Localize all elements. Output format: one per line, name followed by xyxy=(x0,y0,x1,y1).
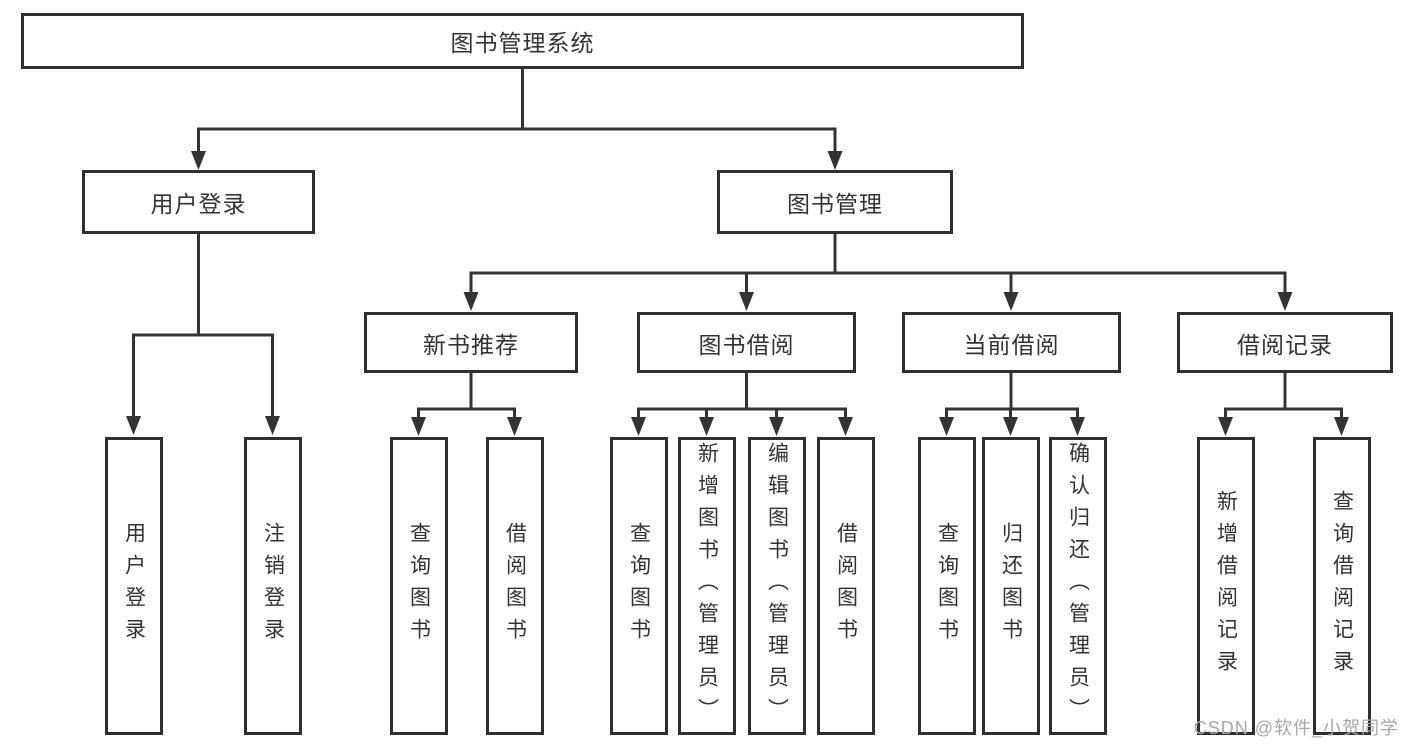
node-new-book-recommend: 新书推荐 xyxy=(364,312,578,373)
node-label: 图书管理 xyxy=(787,191,883,217)
connector-bookborrow-fork xyxy=(637,407,847,421)
leaf-return-books: 归还图书 xyxy=(982,437,1040,735)
node-current-borrow: 当前借阅 xyxy=(902,312,1121,373)
leaf-query-books-1: 查询图书 xyxy=(390,437,448,735)
leaf-user-login: 用户登录 xyxy=(105,437,163,735)
node-book-management: 图书管理 xyxy=(717,170,953,234)
leaf-label: 用户登录 xyxy=(122,522,146,650)
connector-bookmgmt-fork xyxy=(469,271,1287,295)
leaf-label: 查询图书 xyxy=(407,522,431,650)
leaf-label: 查询图书 xyxy=(627,522,651,650)
leaf-add-borrow-record: 新增借阅记录 xyxy=(1197,437,1255,735)
leaf-label: 借阅图书 xyxy=(834,522,858,650)
node-borrow-records: 借阅记录 xyxy=(1177,312,1393,373)
node-label: 借阅记录 xyxy=(1237,331,1333,358)
leaf-borrow-books-2: 借阅图书 xyxy=(817,437,875,735)
leaf-borrow-books-1: 借阅图书 xyxy=(486,437,544,735)
leaf-query-books-3: 查询图书 xyxy=(918,437,976,735)
connector-records-fork xyxy=(1224,407,1343,421)
leaf-query-books-2: 查询图书 xyxy=(610,437,668,735)
node-label: 图书借阅 xyxy=(698,331,795,358)
node-label: 当前借阅 xyxy=(963,331,1060,358)
leaf-query-borrow-record: 查询借阅记录 xyxy=(1313,437,1371,735)
leaf-label: 新增借阅记录 xyxy=(1214,490,1238,682)
csdn-watermark: CSDN @软件_小贺同学 xyxy=(1193,718,1399,738)
leaf-label: 归还图书 xyxy=(999,522,1023,650)
node-label: 用户登录 xyxy=(150,191,247,217)
leaf-label: 编辑图书（管理员） xyxy=(765,442,789,730)
leaf-label: 查询借阅记录 xyxy=(1330,490,1354,682)
leaf-label: 新增图书（管理员） xyxy=(695,442,719,730)
node-user-login: 用户登录 xyxy=(82,170,315,234)
leaf-edit-books-admin: 编辑图书（管理员） xyxy=(748,437,806,735)
node-label: 图书管理系统 xyxy=(450,30,595,56)
leaf-label: 查询图书 xyxy=(935,522,959,650)
leaf-label: 确认归还（管理员） xyxy=(1066,442,1090,730)
leaf-add-books-admin: 新增图书（管理员） xyxy=(678,437,736,735)
node-library-system: 图书管理系统 xyxy=(21,13,1024,69)
node-book-borrow: 图书借阅 xyxy=(637,312,856,373)
leaf-label: 借阅图书 xyxy=(503,522,527,650)
connector-currentborrow-fork xyxy=(945,407,1079,421)
connector-root-fork xyxy=(197,127,837,153)
connector-userlogin-fork xyxy=(132,333,274,420)
leaf-logout: 注销登录 xyxy=(244,437,302,735)
connector-newbooks-fork xyxy=(417,407,516,421)
leaf-confirm-return-admin: 确认归还（管理员） xyxy=(1049,437,1107,735)
leaf-label: 注销登录 xyxy=(261,522,285,650)
node-label: 新书推荐 xyxy=(423,331,519,358)
